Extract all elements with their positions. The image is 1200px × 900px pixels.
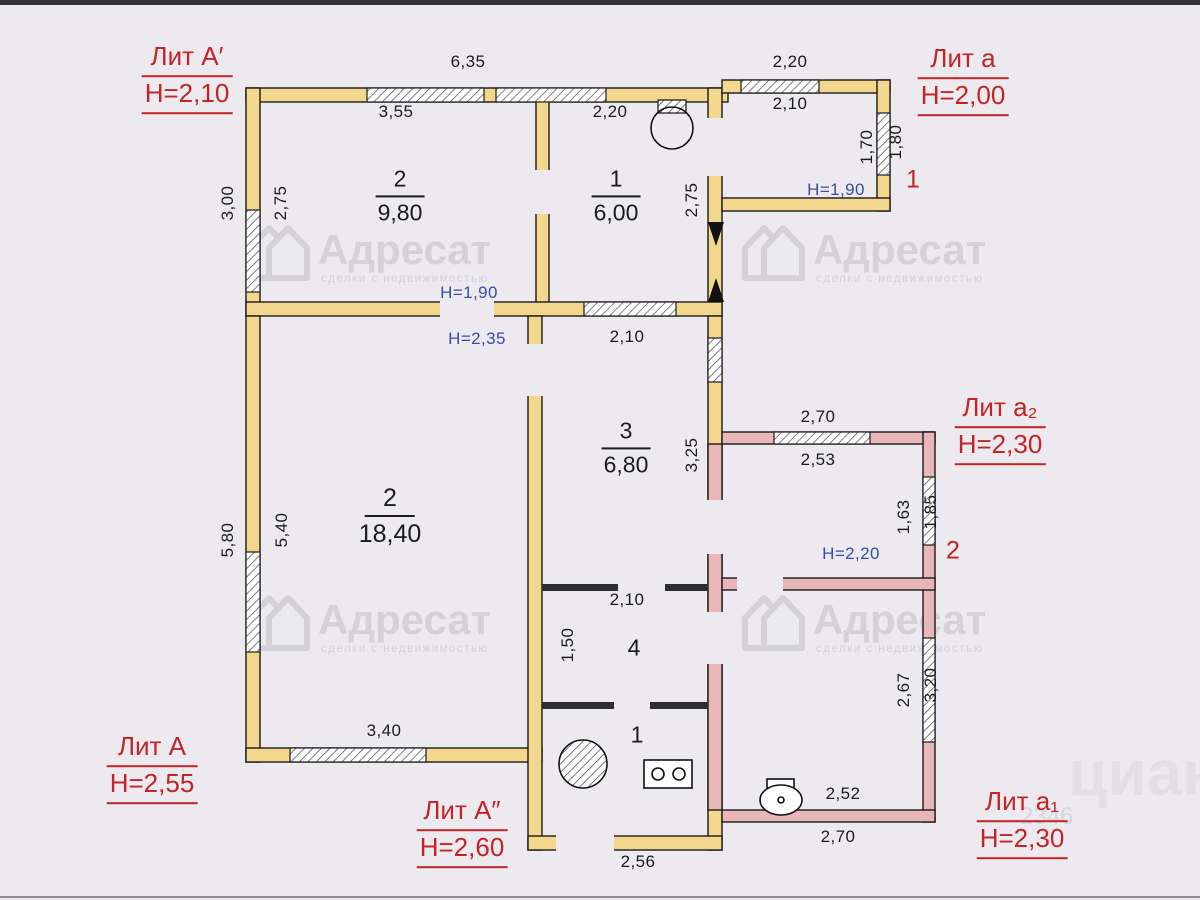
- dim-left-top-height: 3,00: [218, 185, 237, 221]
- litera-name: Лит а₁: [976, 785, 1068, 822]
- room-number: 2: [375, 165, 425, 197]
- dim-ext-bottom-width: 2,70: [820, 827, 856, 846]
- litera-name: Лит А″: [416, 794, 508, 831]
- room-label-3: 3 6,80: [601, 417, 651, 478]
- height-note-room2big-door: H=2,35: [448, 329, 506, 348]
- room-number: 1: [591, 165, 641, 197]
- height-note-porch-door: H=1,90: [807, 180, 865, 199]
- dim-room4-width: 2,10: [609, 590, 645, 609]
- litera-height: H=2,60: [416, 831, 508, 868]
- walls-yellow: [245, 79, 891, 851]
- cooker-burner-icon: [672, 767, 686, 781]
- room-area: 6,80: [603, 451, 649, 477]
- litera-height: H=2,30: [954, 428, 1046, 465]
- dim-left-bottom-height: 5,80: [218, 522, 237, 558]
- dim-ext-inner-width: 2,53: [800, 450, 836, 469]
- room-1-lobby-number: 1: [630, 721, 644, 748]
- dim-room4-height: 1,50: [558, 627, 577, 663]
- room-label-2-top: 2 9,80: [375, 165, 425, 226]
- dim-room2-height: 2,75: [271, 185, 290, 221]
- height-note-ext-room: H=2,20: [822, 544, 880, 563]
- litera-name: Лит а₂: [954, 391, 1046, 428]
- dim-top-width: 6,35: [450, 52, 486, 71]
- room-number: 2: [365, 483, 415, 517]
- room-number: 3: [601, 417, 651, 449]
- litera-bottom-left: Лит А H=2,55: [106, 730, 198, 804]
- room-label-1-top: 1 6,00: [591, 165, 641, 226]
- room-area: 18,40: [358, 520, 422, 548]
- cooker-burner-icon: [651, 767, 665, 781]
- dim-room1-height: 2,75: [682, 182, 701, 218]
- litera-mid-right: Лит а₂ H=2,30: [954, 391, 1046, 465]
- litera-top-right: Лит а H=2,00: [917, 42, 1009, 116]
- room-4-number: 4: [627, 634, 641, 661]
- dim-ext-bottom-inner-height: 2,67: [894, 672, 913, 708]
- dim-porch-inner-width: 2,10: [772, 94, 808, 113]
- dim-room1-width: 2,20: [592, 102, 628, 121]
- dim-porch-outer-width: 2,20: [772, 52, 808, 71]
- dim-bottom-door-width: 2,56: [620, 852, 656, 871]
- dim-ext-bottom-outer-height: 3,20: [921, 667, 940, 703]
- scan-edge-top: [0, 0, 1200, 5]
- door-openings: [440, 118, 783, 852]
- dim-sink-width: 2,52: [825, 784, 861, 803]
- dim-ext-outer-width: 2,70: [800, 407, 836, 426]
- room-area: 9,80: [377, 199, 423, 225]
- windows: [245, 79, 936, 763]
- litera-height: H=2,30: [976, 822, 1068, 859]
- litera-bottom-right: Лит а₁ H=2,30: [976, 785, 1068, 859]
- room-area: 6,00: [593, 199, 639, 225]
- litera-name: Лит А: [106, 730, 198, 767]
- porch-number: 1: [906, 165, 920, 194]
- room-label-2-big: 2 18,40: [359, 483, 422, 549]
- dim-room2-width: 3,55: [378, 102, 414, 121]
- entry-arrow-icons: [708, 222, 724, 302]
- dim-ext-top-inner-height: 1,63: [894, 499, 913, 535]
- dim-room3-height: 3,25: [682, 437, 701, 473]
- dim-porch-outer-height: 1,80: [886, 124, 905, 160]
- litera-height: H=2,10: [141, 77, 233, 114]
- dim-porch-inner-height: 1,70: [857, 129, 876, 165]
- litera-name: Лит А′: [141, 40, 233, 77]
- scan-edge-bottom: [0, 896, 1200, 898]
- dim-room2big-bottom-width: 3,40: [366, 721, 402, 740]
- litera-bottom-center: Лит А″ H=2,60: [416, 794, 508, 868]
- dim-ext-top-outer-height: 1,85: [921, 494, 940, 530]
- partitions: [542, 584, 708, 709]
- litera-top-left: Лит А′ H=2,10: [141, 40, 233, 114]
- sink-icon: [759, 784, 803, 816]
- watermarks-layer: циан 2346: [250, 226, 1200, 830]
- ext-top-room-number: 2: [946, 536, 960, 565]
- stove-circle-icon: [650, 106, 694, 150]
- dim-room2big-height: 5,40: [272, 512, 291, 548]
- furnace-icon: [558, 739, 608, 789]
- height-note-room2-door: H=1,90: [440, 283, 498, 302]
- litera-name: Лит а: [917, 42, 1009, 79]
- watermark-corner-digits: 2346: [1020, 803, 1073, 830]
- watermark-corner-brand: циан: [1068, 737, 1200, 809]
- dim-room3-width: 2,10: [609, 327, 645, 346]
- fixtures: [558, 99, 803, 816]
- litera-height: H=2,00: [917, 79, 1009, 116]
- litera-height: H=2,55: [106, 767, 198, 804]
- sink-drain-icon: [777, 796, 785, 804]
